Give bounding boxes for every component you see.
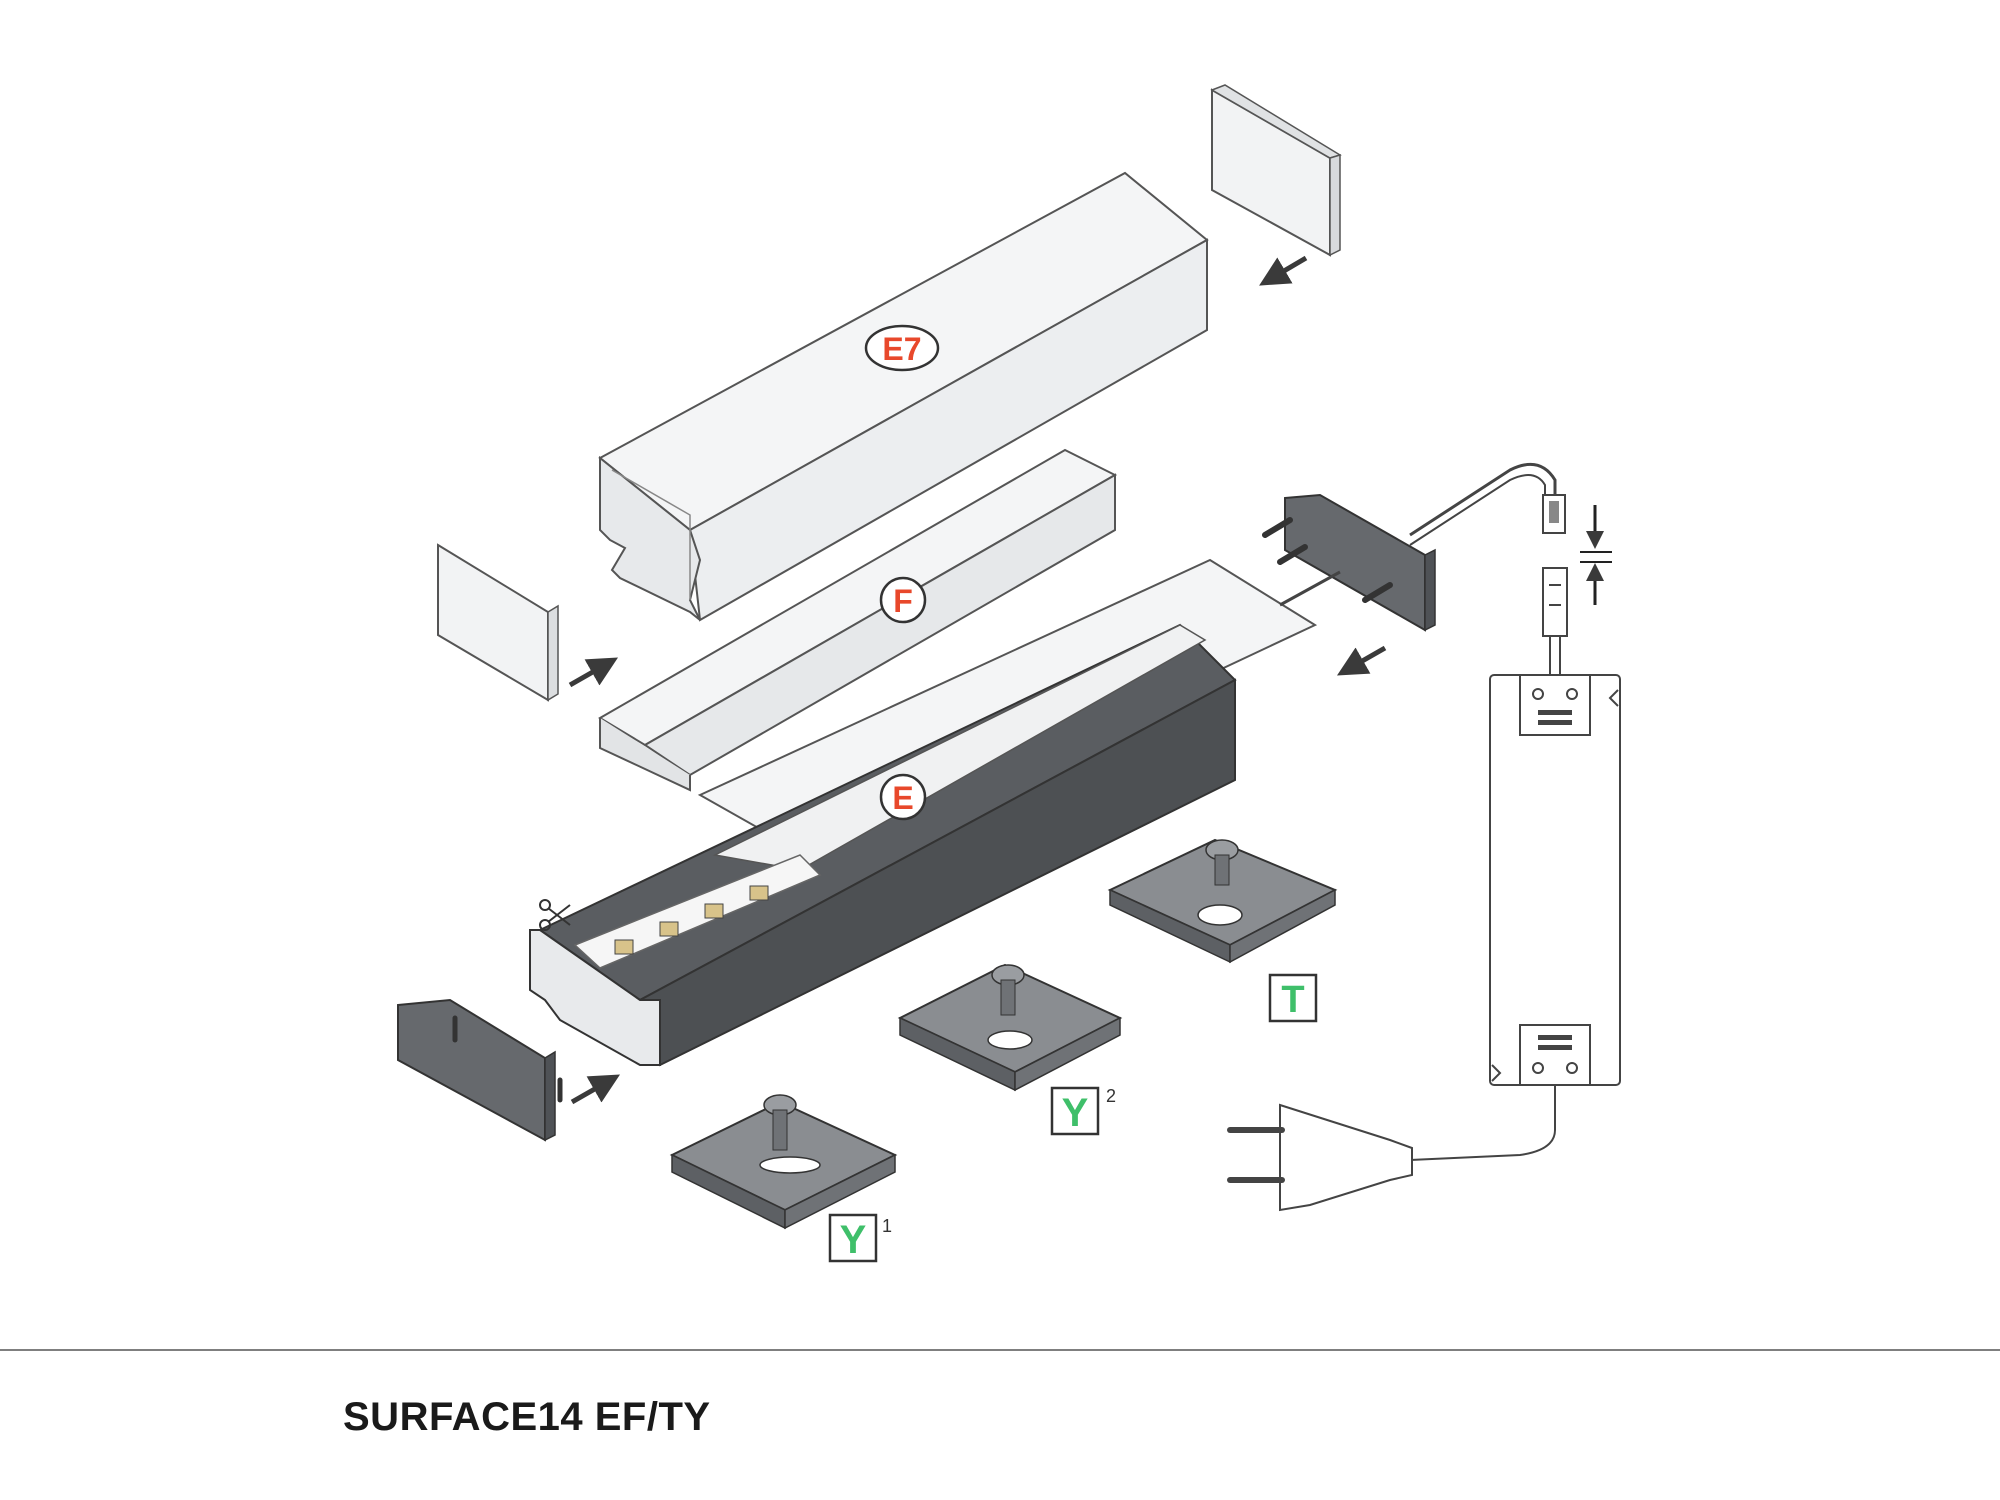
clip-t	[1107, 838, 1338, 964]
label-t: T	[1268, 973, 1318, 1023]
arrow-cap-feed	[1336, 645, 1387, 676]
end-cap-e-left	[397, 998, 563, 1142]
connector-top	[1542, 494, 1566, 534]
arrow-cap-e7-left	[568, 657, 619, 688]
clip-y1	[669, 1094, 898, 1230]
label-y1: Y 1	[828, 1213, 892, 1263]
label-e7: E7	[864, 324, 940, 372]
label-f: F	[879, 576, 927, 624]
end-cap-feed-right	[1262, 493, 1436, 632]
label-y1-text: Y	[840, 1218, 867, 1262]
connector-bottom	[1542, 567, 1568, 680]
gap-indicator-icon	[1580, 505, 1612, 605]
label-y1-sup: 1	[882, 1216, 892, 1236]
label-e7-text: E7	[882, 331, 921, 367]
power-cable	[1279, 462, 1557, 607]
product-title: SURFACE14 EF/TY	[343, 1395, 711, 1439]
arrow-cap-e-left	[570, 1074, 621, 1105]
end-cap-e7-right	[1210, 84, 1342, 257]
end-cap-e7-left	[437, 543, 559, 702]
label-y2-sup: 2	[1106, 1086, 1116, 1106]
label-t-text: T	[1281, 979, 1304, 1021]
led-driver	[1489, 674, 1621, 1086]
cover-f	[598, 448, 1118, 792]
label-e-text: E	[892, 780, 913, 816]
label-y2-text: Y	[1062, 1091, 1089, 1135]
led-strip	[573, 854, 822, 969]
scissors-icon	[539, 899, 571, 931]
label-y2: Y 2	[1050, 1086, 1116, 1136]
label-e: E	[879, 773, 927, 821]
plug	[1227, 1085, 1556, 1212]
arrow-cap-e7-right	[1259, 255, 1308, 286]
clip-y2	[897, 963, 1123, 1092]
profile-e	[529, 623, 1237, 1067]
label-f-text: F	[893, 583, 913, 619]
